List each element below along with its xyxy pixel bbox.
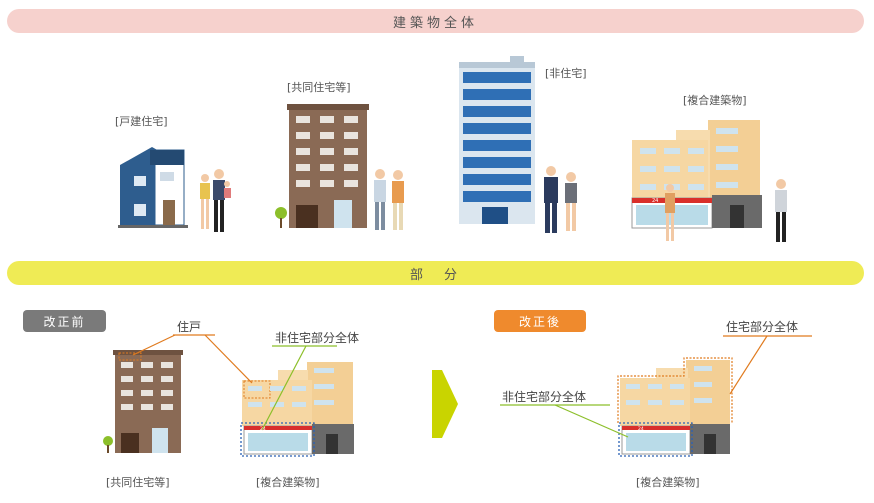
store-sign-before: 24 xyxy=(260,426,266,432)
store-sign-top: 24 xyxy=(652,198,658,204)
whole-building-header: 建築物全体 xyxy=(7,9,864,33)
mixed-use-building-illustration xyxy=(631,120,762,229)
after-mixed-illustration xyxy=(617,357,733,457)
before-nonres-whole-callout: 非住宅部分全体 xyxy=(275,331,360,345)
after-nonres-whole-callout: 非住宅部分全体 xyxy=(502,390,587,404)
partial-section-header: 部 分 xyxy=(7,261,864,285)
nonresidential-label: [非住宅] xyxy=(545,67,587,80)
after-mixed-caption: [複合建築物] xyxy=(636,476,700,489)
apartment-label: [共同住宅等] xyxy=(287,81,351,94)
before-apartment-illustration xyxy=(103,350,183,453)
before-mixed-caption: [複合建築物] xyxy=(256,476,320,489)
family-people xyxy=(200,169,231,232)
before-revision-badge: 改正前 xyxy=(23,310,106,332)
callout-lines xyxy=(132,334,812,438)
res-whole-callout: 住宅部分全体 xyxy=(726,320,799,334)
before-mixed-illustration xyxy=(240,362,354,457)
detached-house-label: [戸建住宅] xyxy=(115,115,168,128)
apartment-building-illustration xyxy=(275,104,369,228)
detached-house-illustration xyxy=(118,147,188,228)
business-people xyxy=(544,166,577,233)
before-apartment-caption: [共同住宅等] xyxy=(106,476,170,489)
mixed-use-label: [複合建築物] xyxy=(683,94,747,107)
mixed-use-people xyxy=(665,179,787,242)
transition-arrow xyxy=(432,370,458,438)
couple-people-apartment xyxy=(374,169,404,230)
dwelling-unit-callout: 住戸 xyxy=(177,320,202,334)
after-revision-badge: 改正後 xyxy=(494,310,586,332)
office-building-illustration xyxy=(459,56,535,224)
store-sign-after: 24 xyxy=(638,426,644,432)
